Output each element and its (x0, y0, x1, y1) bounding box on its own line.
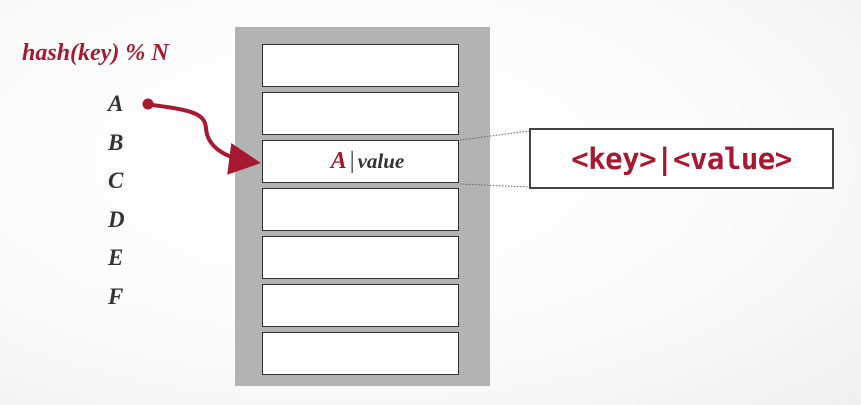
hash-slot-1 (262, 92, 459, 135)
entry-key: A (330, 148, 347, 174)
callout-line-bottom (459, 183, 530, 188)
hash-slot-4 (262, 236, 459, 279)
key-a: A (108, 91, 124, 116)
hash-slot-6 (262, 332, 459, 375)
callout-line-top (459, 130, 530, 141)
key-list: A B C D E F (108, 92, 125, 323)
hash-slot-2: A|value (262, 140, 459, 183)
hash-slot-5 (262, 284, 459, 327)
key-c: C (108, 168, 124, 193)
key-e: E (108, 245, 124, 270)
key-f: F (108, 283, 124, 309)
key-b: B (108, 129, 124, 155)
key-d: D (108, 206, 125, 232)
hash-arrow (151, 103, 261, 175)
entry-format-callout: <key>|<value> (529, 128, 834, 189)
entry-value: value (357, 149, 405, 173)
hash-slot-3 (262, 188, 459, 231)
hash-slot-0 (262, 44, 459, 87)
hash-formula-label: hash(key) % N (22, 40, 169, 66)
hash-table: A|value (235, 27, 490, 386)
key-a-dot (142, 98, 154, 110)
slot-entry: A|value (263, 141, 458, 182)
entry-separator: | (349, 148, 355, 174)
